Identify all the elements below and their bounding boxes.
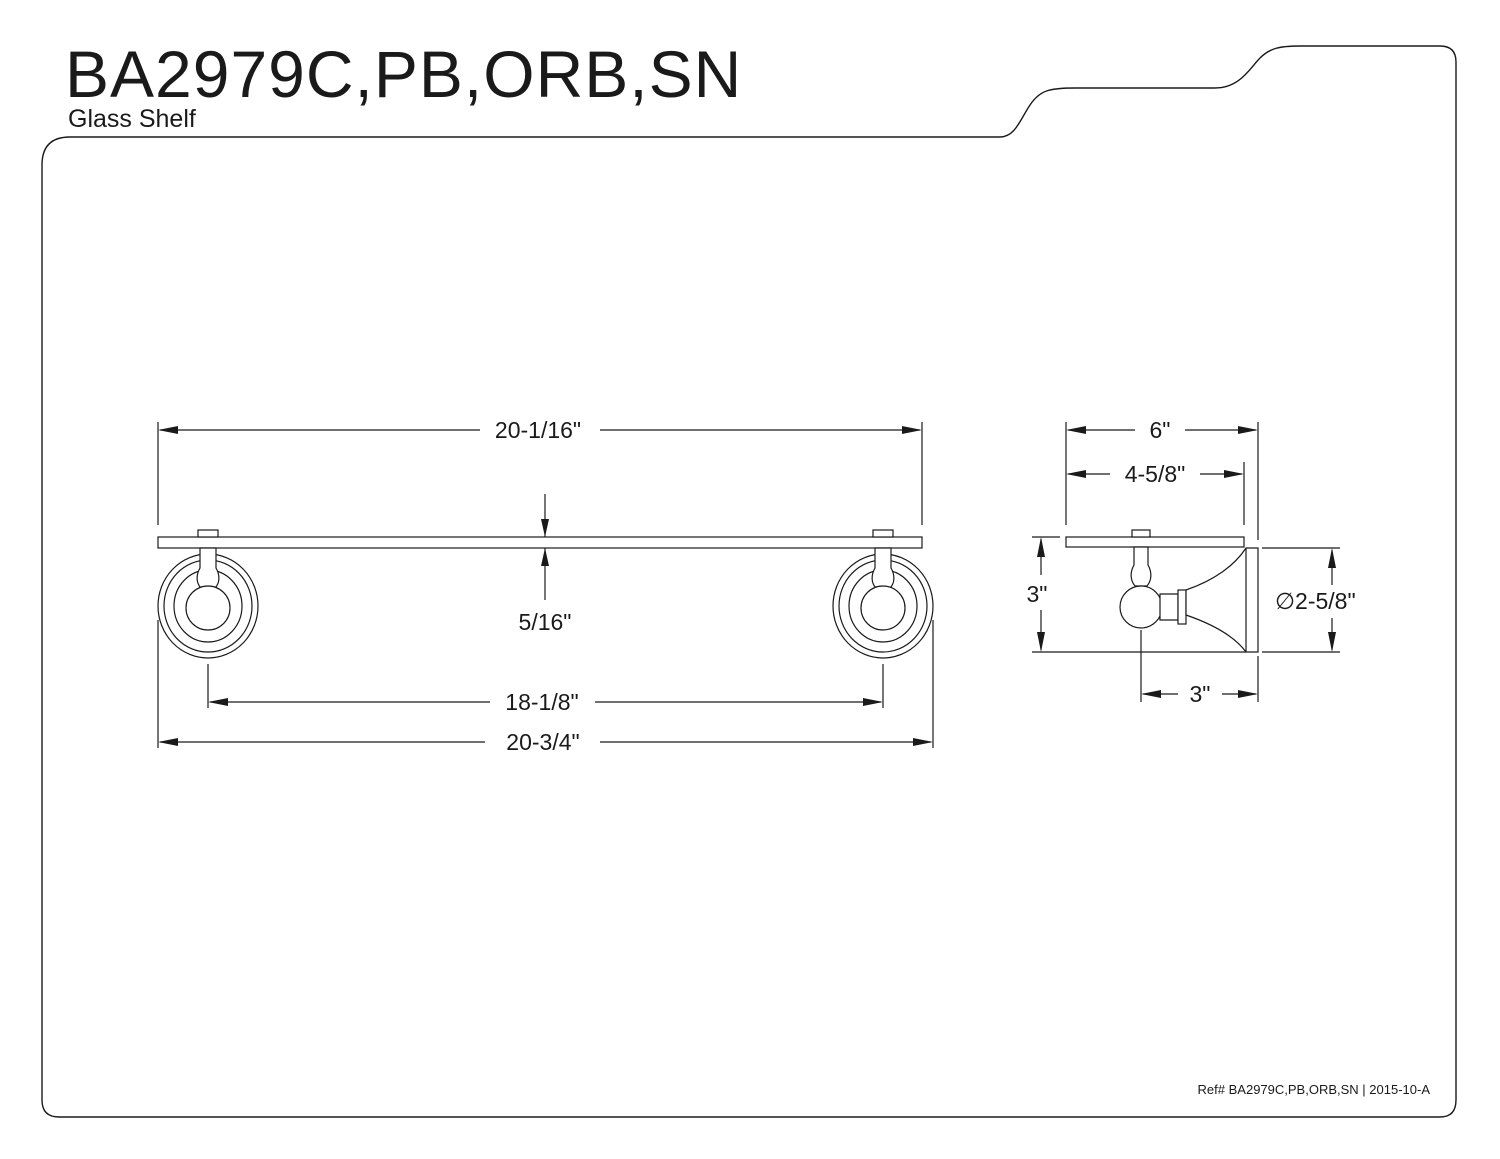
glass-shelf xyxy=(157,536,923,549)
dim-side-depth: 6" xyxy=(1065,417,1259,540)
dim-bracket-spacing-label: 18-1/8" xyxy=(505,689,578,715)
dim-side-height-label: 3" xyxy=(1027,581,1048,607)
front-view: 20-1/16" 5/16" 18-1/8" xyxy=(157,417,934,755)
left-bracket xyxy=(157,529,259,659)
reference-note: Ref# BA2979C,PB,ORB,SN | 2015-10-A xyxy=(1198,1082,1431,1097)
right-bracket xyxy=(832,529,934,659)
product-subtitle: Glass Shelf xyxy=(68,105,196,133)
dim-overall-width: 20-3/4" xyxy=(157,620,934,755)
dim-overall-width-label: 20-3/4" xyxy=(506,729,579,755)
dim-bracket-spacing: 18-1/8" xyxy=(207,664,884,715)
model-title: BA2979C,PB,ORB,SN xyxy=(65,37,742,111)
dim-side-depth-label: 6" xyxy=(1150,417,1171,443)
dim-glass-width: 20-1/16" xyxy=(157,417,923,525)
side-view: 6" 4-5/8" 3" ∅2 xyxy=(1027,417,1356,707)
dim-glass-thickness-label: 5/16" xyxy=(519,609,572,635)
dim-flange-diameter: ∅2-5/8" xyxy=(1262,547,1356,653)
side-glass-shelf xyxy=(1065,536,1245,548)
dim-side-glass-depth: 4-5/8" xyxy=(1066,461,1245,525)
dim-flange-diameter-label: ∅2-5/8" xyxy=(1275,588,1356,614)
dim-side-glass-depth-label: 4-5/8" xyxy=(1125,461,1186,487)
dim-glass-thickness: 5/16" xyxy=(519,494,572,635)
dim-side-height: 3" xyxy=(1027,536,1246,653)
dim-glass-width-label: 20-1/16" xyxy=(495,417,581,443)
dim-side-projection: 3" xyxy=(1140,630,1259,707)
dim-side-projection-label: 3" xyxy=(1190,681,1211,707)
sheet-border xyxy=(41,45,1457,1118)
